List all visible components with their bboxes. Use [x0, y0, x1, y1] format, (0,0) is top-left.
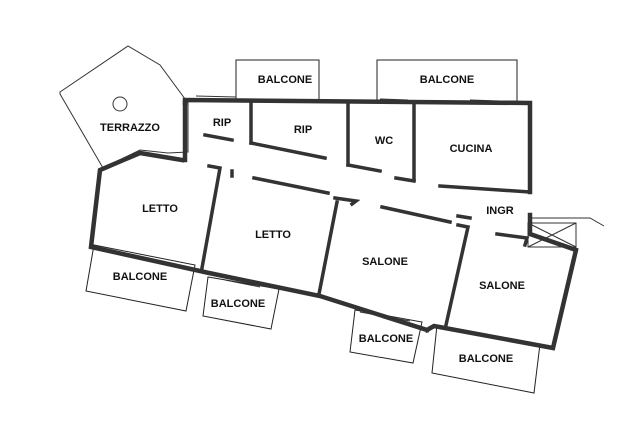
wall-letto-2-right: [333, 196, 361, 207]
window-mark: [454, 330, 521, 344]
wall-entrance: [495, 232, 530, 248]
room-label-letto-1: LETTO: [142, 203, 178, 215]
window-mark: [195, 95, 237, 98]
room-label-salone-1: SALONE: [362, 256, 408, 268]
room-label-rip-small: RIP: [213, 117, 231, 129]
window-mark: [119, 252, 166, 263]
wall-corridor-1: [251, 175, 331, 196]
window-mark: [224, 279, 261, 288]
window-mark: [469, 99, 501, 102]
balcony-label-top-left: BALCONE: [258, 74, 312, 86]
balcony-bottom-1: [85, 244, 196, 312]
wall-entrance-stub: [455, 213, 473, 221]
wall-rip-small-bottom: [202, 132, 235, 143]
wall-salone-right: [443, 222, 471, 328]
room-label-salone-2: SALONE: [479, 280, 525, 292]
room-label-ingr: INGR: [486, 205, 514, 217]
wall-wc-door: [393, 175, 417, 184]
balcony-top-right: [376, 59, 518, 102]
outer-wall-bottom: [88, 150, 430, 333]
wall-kitchen-bottom: [438, 184, 532, 194]
balcony-label-bottom-2: BALCONE: [211, 298, 265, 310]
window-mark: [379, 98, 409, 101]
entrance-landing-outline: [528, 217, 605, 227]
window-mark: [359, 311, 411, 322]
wall-letto-2-salone: [316, 199, 340, 297]
room-label-wc: WC: [375, 135, 393, 147]
wall-corridor-2: [379, 204, 453, 225]
balcony-top-left: [235, 59, 320, 101]
balcony-bottom-2: [202, 276, 280, 330]
balcony-label-bottom-1: BALCONE: [113, 271, 167, 283]
room-label-rip: RIP: [294, 124, 312, 136]
room-label-letto-2: LETTO: [255, 229, 291, 241]
wall-letto-1-right: [199, 163, 223, 271]
balcony-label-bottom-3: BALCONE: [359, 333, 413, 345]
balcony-label-top-right: BALCONE: [420, 74, 474, 86]
wall-wc-bottom: [345, 162, 383, 174]
balcony-label-bottom-4: BALCONE: [459, 353, 513, 365]
room-label-cucina: CUCINA: [450, 143, 493, 155]
wall-rip-bottom: [248, 140, 328, 161]
terrace-outline: [59, 45, 189, 169]
entrance-stair-diagonal-2: [527, 222, 577, 248]
room-label-terrazzo: TERRAZZO: [100, 122, 160, 134]
outer-wall-right: [423, 212, 579, 351]
terrace-round-element: [112, 96, 128, 112]
